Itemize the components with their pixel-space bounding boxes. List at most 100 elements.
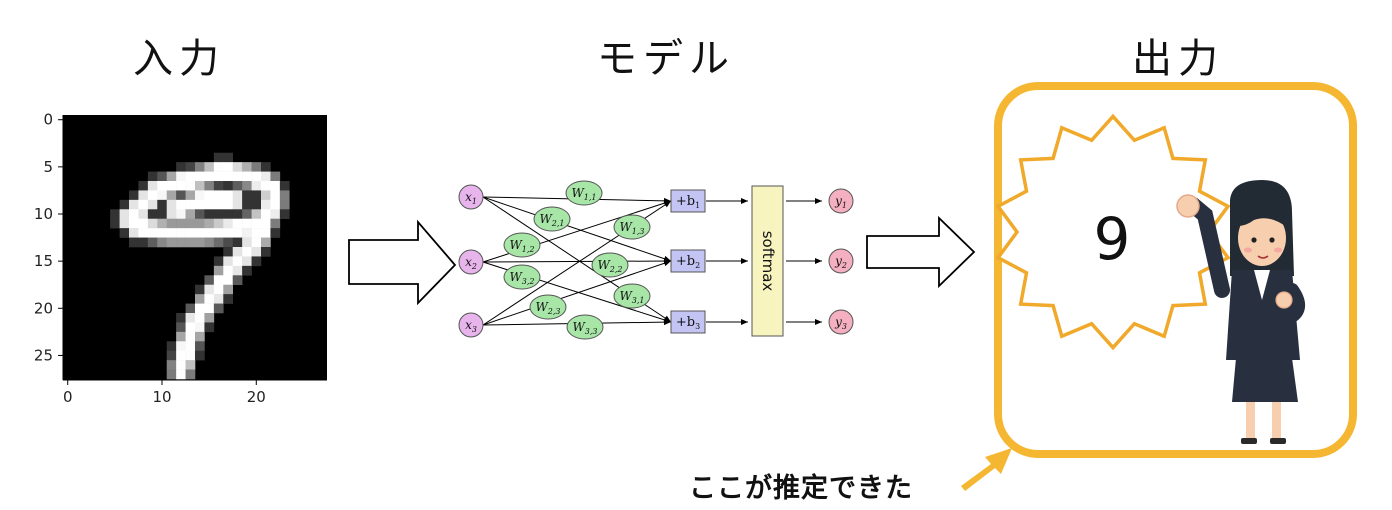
digit-pixel — [251, 247, 262, 257]
digit-pixel — [242, 209, 252, 220]
network-edges — [482, 196, 822, 326]
digit-pixel — [176, 369, 186, 380]
digit-pixel — [195, 341, 205, 352]
digit-pixel — [279, 190, 290, 201]
predicted-digit: 9 — [1094, 205, 1131, 273]
bias-box-b1: +b1 — [670, 189, 706, 213]
digit-pixel — [157, 190, 168, 201]
model-to-output-arrow — [866, 215, 976, 289]
digit-pixel — [204, 237, 215, 248]
speech-burst — [995, 113, 1231, 351]
digit-pixel — [176, 209, 186, 220]
digit-pixel — [157, 199, 168, 210]
digit-pixel — [166, 341, 177, 352]
svg-text:x2: x2 — [465, 255, 477, 271]
digit-pixel — [213, 218, 224, 229]
digit-pixel — [176, 331, 186, 342]
svg-text:W2,2: W2,2 — [597, 258, 622, 274]
output-heading: 出力 — [1132, 36, 1224, 82]
digit-pixel — [223, 247, 234, 257]
digit-pixel — [147, 190, 158, 201]
digit-pixel — [242, 265, 252, 276]
digit-pixel — [195, 162, 205, 172]
digit-pixel — [147, 237, 158, 248]
digit-pixel — [270, 228, 281, 238]
caption-pointer-arrow — [961, 448, 1012, 491]
digit-pixel — [185, 209, 196, 220]
digit-pixel — [195, 303, 205, 314]
digit-pixel — [147, 218, 158, 229]
digit-pixel — [223, 209, 234, 220]
y-tick-label: 5 — [43, 158, 53, 176]
digit-pixel — [176, 162, 186, 172]
svg-text:x1: x1 — [465, 190, 477, 206]
digit-pixel — [251, 256, 262, 267]
digit-pixel — [195, 218, 205, 229]
digit-pixel — [129, 218, 139, 229]
digit-pixel — [204, 322, 215, 333]
weight-edge — [482, 260, 672, 326]
svg-text:x3: x3 — [465, 318, 477, 334]
digit-pixel — [223, 199, 234, 210]
digit-pixel — [176, 228, 186, 238]
digit-pixel — [176, 322, 186, 333]
digit-pixel — [185, 199, 196, 210]
digit-pixel — [223, 256, 234, 267]
bias-box-b2: +b2 — [670, 249, 706, 273]
digit-pixel — [251, 199, 262, 210]
digit-pixel — [232, 199, 243, 210]
digit-pixel — [204, 199, 215, 210]
digit-pixel — [204, 284, 215, 295]
digit-pixel — [251, 171, 262, 182]
weight-edge — [482, 258, 672, 265]
digit-pixel — [242, 228, 252, 238]
digit-pixel — [270, 218, 281, 229]
digit-pixel — [251, 218, 262, 229]
svg-text:y2: y2 — [834, 254, 847, 270]
svg-text:+b1: +b1 — [676, 194, 700, 210]
digit-pixel — [242, 256, 252, 267]
digit-pixel — [157, 237, 168, 248]
digit-pixel — [270, 190, 281, 201]
digit-pixel — [185, 171, 196, 182]
digit-pixel — [166, 350, 177, 361]
digit-pixel — [157, 181, 168, 191]
svg-text:W2,3: W2,3 — [535, 300, 560, 316]
digit-pixel — [251, 162, 262, 172]
digit-pixel — [261, 171, 271, 182]
digit-pixel — [251, 190, 262, 201]
digit-pixel — [223, 294, 234, 304]
digit-pixel — [213, 162, 224, 172]
digit-pixel — [242, 190, 252, 201]
digit-pixel — [270, 209, 281, 220]
digit-pixel — [185, 331, 196, 342]
digit-pixel — [261, 237, 271, 248]
digit-pixel — [261, 218, 271, 229]
digit-pixel — [223, 181, 234, 191]
digit-pixel — [204, 218, 215, 229]
digit-pixel — [185, 181, 196, 191]
digit-pixel — [213, 152, 224, 163]
svg-text:softmax: softmax — [759, 231, 777, 292]
y-tick-label: 15 — [34, 252, 53, 270]
digit-pixel — [204, 162, 215, 172]
digit-pixel — [242, 181, 252, 191]
digit-pixel — [204, 209, 215, 220]
digit-pixel — [232, 181, 243, 191]
digit-pixel — [195, 284, 205, 295]
digit-pixel — [195, 331, 205, 342]
digit-pixel — [213, 294, 224, 304]
svg-text:W2,1: W2,1 — [539, 212, 564, 228]
digit-pixel — [110, 209, 120, 220]
digit-pixel — [129, 190, 139, 201]
digit-pixel — [242, 218, 252, 229]
weight-node-w3-1: W3,1 — [613, 283, 651, 309]
mnist-image — [63, 115, 327, 380]
digit-pixel — [213, 284, 224, 295]
svg-text:+b2: +b2 — [676, 254, 700, 270]
digit-pixel — [261, 247, 271, 257]
digit-pixel — [261, 209, 271, 220]
digit-pixel — [157, 209, 168, 220]
digit-pixel — [195, 190, 205, 201]
